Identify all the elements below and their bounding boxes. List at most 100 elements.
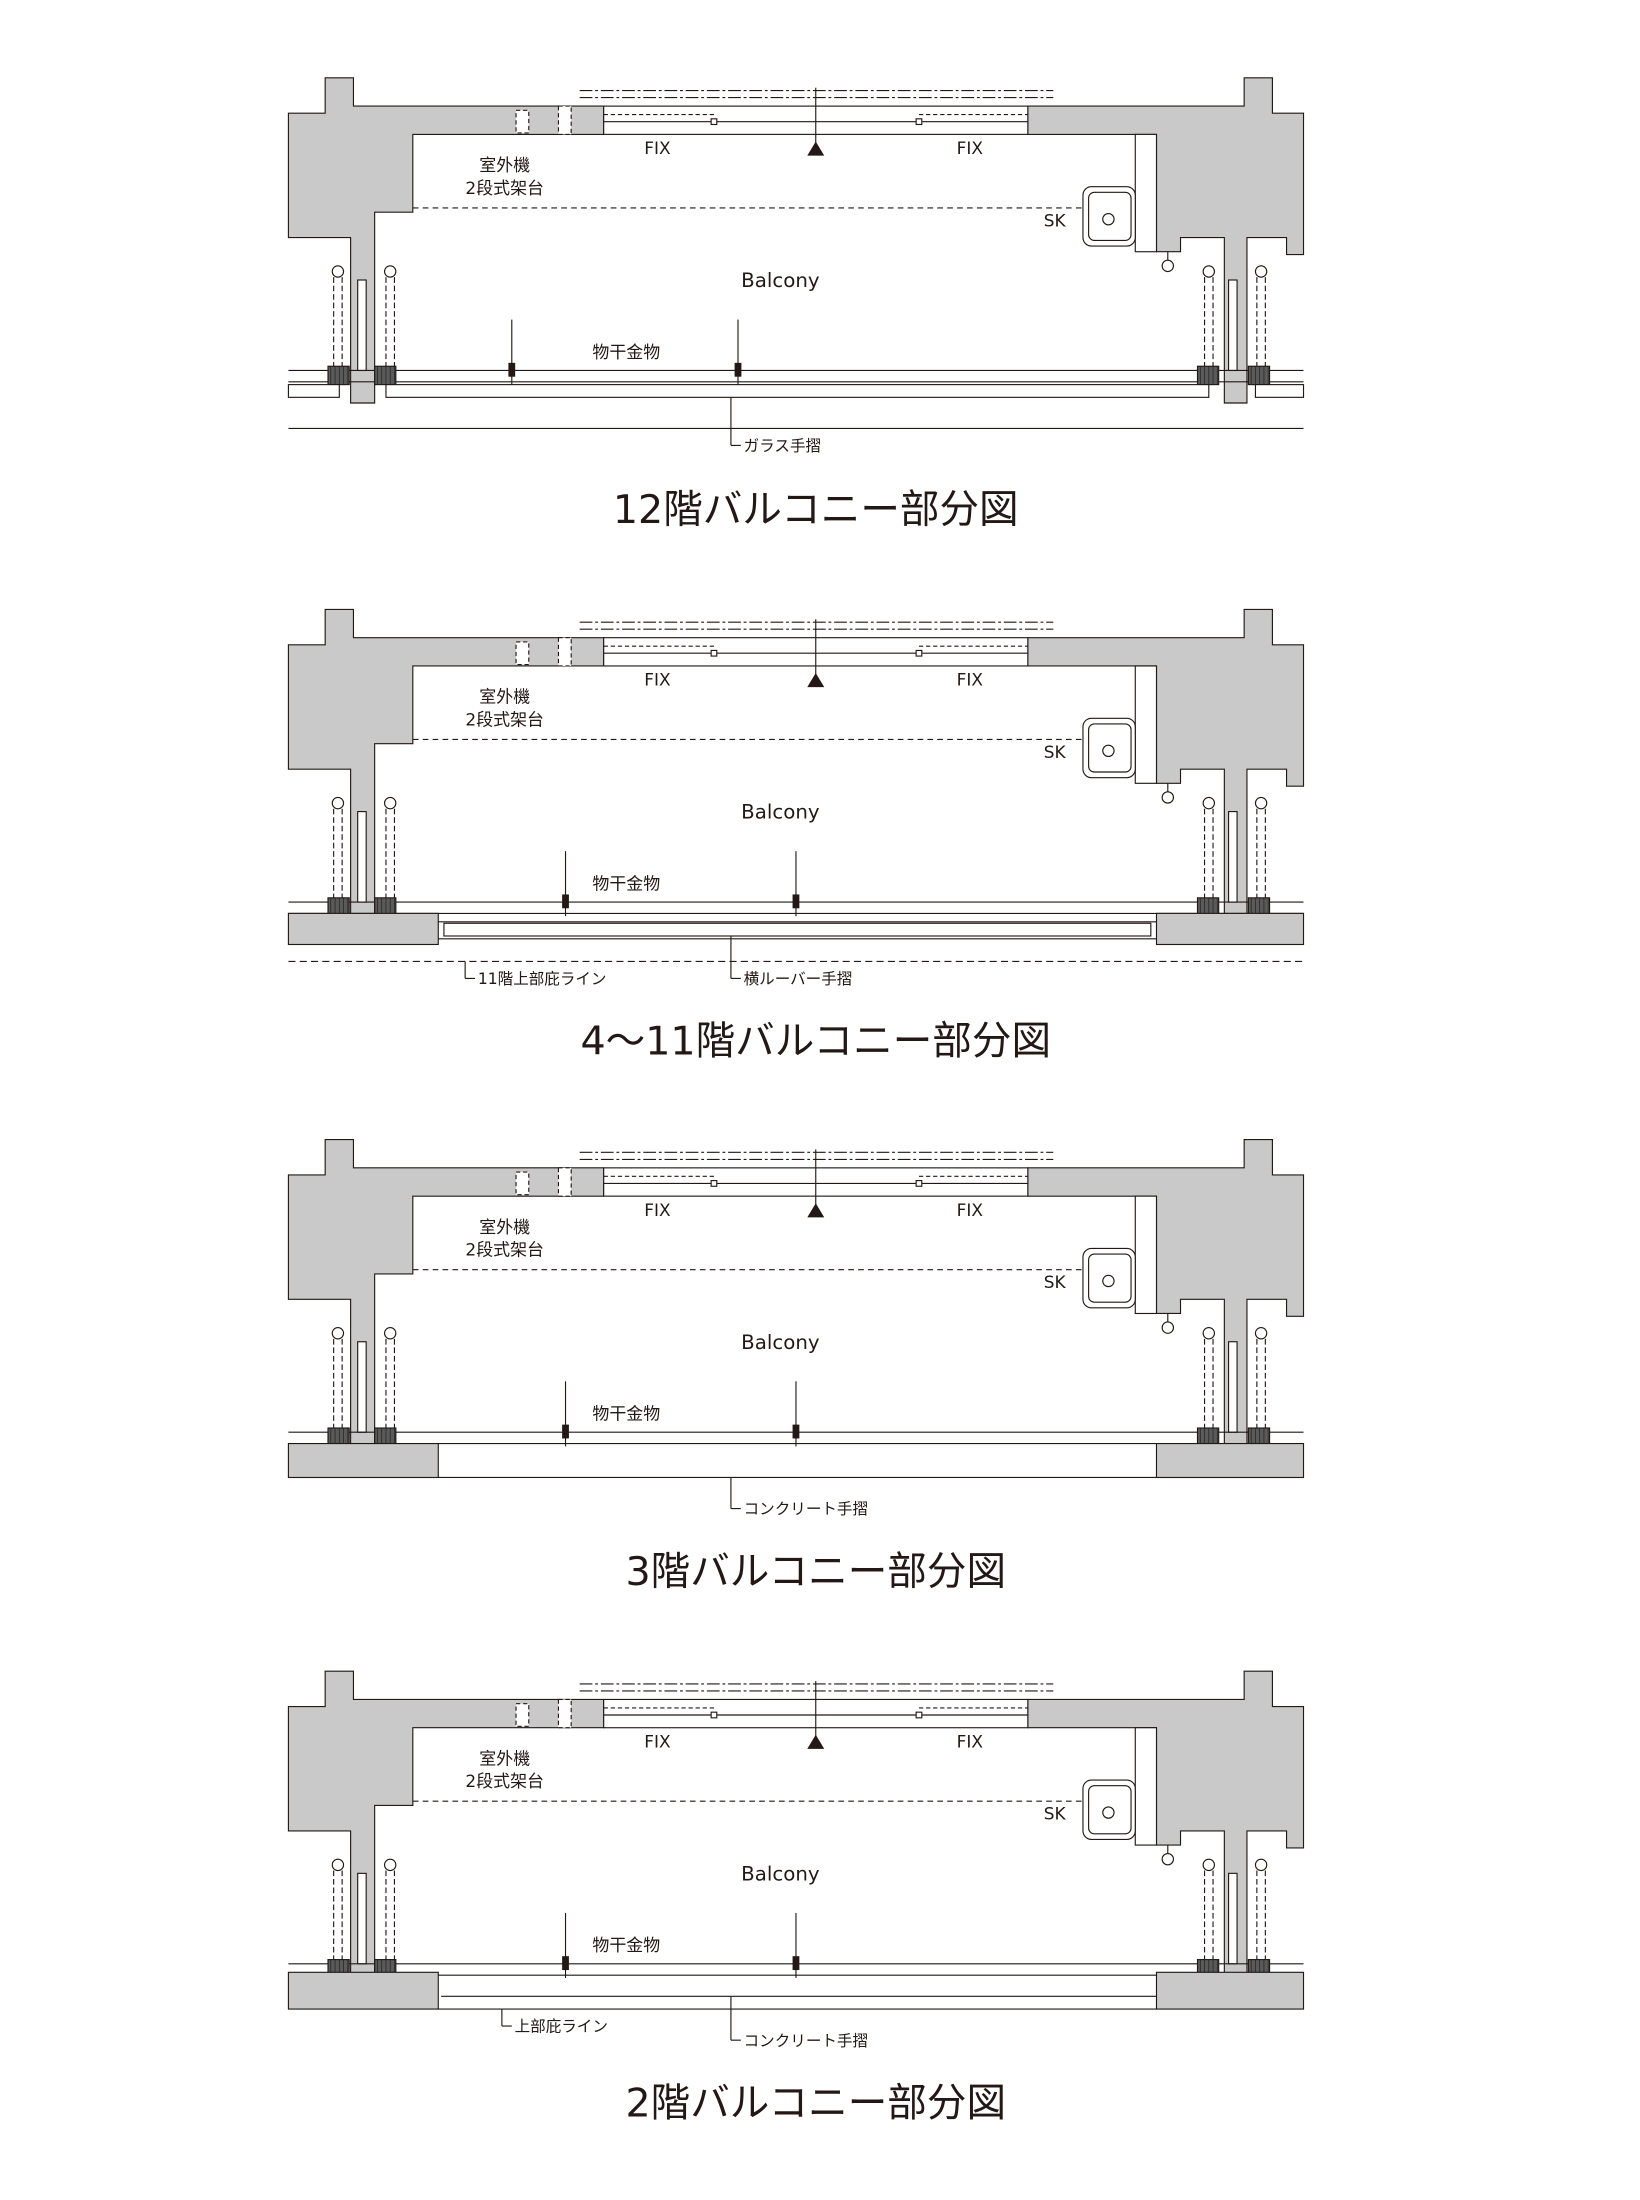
- vent-opening: [515, 1703, 530, 1727]
- vent-opening: [557, 1698, 572, 1729]
- concrete-block-right: [1155, 912, 1305, 946]
- partition-panel: [1228, 279, 1238, 372]
- sash-stop: [710, 118, 718, 126]
- sash-stop: [710, 649, 718, 657]
- drying-pole-bracket: [792, 1424, 800, 1439]
- glass-handrail: [385, 384, 1210, 398]
- entry-triangle-icon: [807, 673, 825, 688]
- downpipe-icon: [383, 265, 397, 278]
- wall-finish-strip: [1134, 665, 1158, 784]
- vent-opening: [515, 641, 530, 666]
- outdoor-unit-label: 室外機: [479, 1748, 530, 1768]
- partition-panel: [357, 279, 367, 372]
- eave-note: 11階上部庇ライン: [478, 970, 607, 988]
- drying-pole-bracket: [792, 1956, 800, 1971]
- downpipe-icon: [331, 1327, 345, 1340]
- vent-opening: [557, 105, 572, 135]
- sink-label: SK: [1044, 210, 1067, 230]
- sink-label: SK: [1044, 1804, 1067, 1824]
- partition-panel: [1228, 811, 1238, 903]
- sink-drain-icon: [1102, 1274, 1115, 1288]
- right-wall: [1027, 608, 1305, 917]
- partition-panel: [357, 1341, 367, 1433]
- diagram-title: 4〜11階バルコニー部分図: [580, 1019, 1051, 1065]
- diagram-title: 12階バルコニー部分図: [613, 487, 1019, 533]
- diagram-title: 2階バルコニー部分図: [625, 2081, 1006, 2127]
- concrete-block-right: [1155, 1971, 1305, 2010]
- fix-right-label: FIX: [957, 138, 984, 158]
- fix-right-label: FIX: [957, 1200, 984, 1220]
- wall-finish-strip: [1134, 133, 1158, 253]
- glass-handrail-end: [1254, 384, 1305, 398]
- vent-opening: [515, 109, 530, 134]
- left-wall: [287, 77, 605, 404]
- sink-outer: [1082, 1779, 1136, 1840]
- concrete-block-left: [287, 1442, 439, 1479]
- fix-right-label: FIX: [957, 1732, 984, 1752]
- outdoor-unit-label: 室外機: [479, 687, 530, 707]
- drying-pole-bracket: [734, 362, 742, 377]
- drying-pole-bracket: [562, 894, 569, 909]
- outdoor-unit-label: 室外機: [479, 1217, 530, 1237]
- downpipe-icon: [383, 1858, 397, 1872]
- rack-label: 2段式架台: [465, 178, 544, 198]
- entry-triangle-icon: [807, 1734, 825, 1749]
- downpipe-icon: [1202, 1327, 1216, 1340]
- sink-drain-icon: [1102, 744, 1115, 758]
- right-wall: [1027, 1670, 1305, 1979]
- drying-pole-bracket: [562, 1956, 569, 1971]
- partition-panel: [357, 1872, 367, 1965]
- sink-label: SK: [1044, 1272, 1067, 1292]
- rack-label: 2段式架台: [465, 709, 544, 729]
- drying-hardware-label: 物干金物: [592, 1935, 660, 1955]
- sash-stop: [915, 118, 923, 126]
- left-wall: [287, 608, 605, 917]
- handrail-note: コンクリート手摺: [744, 1500, 868, 1518]
- downpipe-icon: [331, 1858, 345, 1872]
- downpipe-icon: [331, 265, 345, 278]
- sink-outer: [1082, 1247, 1136, 1309]
- glass-handrail-end: [287, 384, 340, 398]
- left-wall: [287, 1139, 605, 1447]
- drain-icon: [1161, 1321, 1175, 1334]
- handrail-note: コンクリート手摺: [744, 2032, 868, 2050]
- eave-note: 上部庇ライン: [515, 2018, 608, 2036]
- entry-triangle-icon: [807, 141, 825, 156]
- louver-handrail: [443, 922, 1152, 937]
- downpipe-icon: [1202, 796, 1216, 810]
- drying-hardware-label: 物干金物: [592, 1404, 660, 1424]
- downpipe-icon: [1254, 796, 1268, 810]
- balcony-label: Balcony: [741, 1862, 820, 1885]
- balcony-label: Balcony: [741, 801, 820, 824]
- fix-left-label: FIX: [644, 1732, 671, 1752]
- sash-stop: [710, 1180, 718, 1187]
- concrete-block-left: [287, 1971, 439, 2010]
- downpipe-icon: [331, 796, 345, 810]
- wall-finish-strip: [1134, 1727, 1158, 1846]
- drying-pole-bracket: [562, 1424, 569, 1439]
- fix-left-label: FIX: [644, 670, 671, 690]
- drying-pole-bracket: [508, 362, 516, 377]
- concrete-block-right: [1155, 1442, 1305, 1479]
- sink-inner: [1088, 1253, 1132, 1303]
- drain-icon: [1161, 1852, 1175, 1866]
- downpipe-icon: [383, 796, 397, 810]
- sink-outer: [1082, 717, 1136, 779]
- sash-stop: [915, 649, 923, 657]
- sink-label: SK: [1044, 742, 1067, 762]
- drying-pole-bracket: [792, 894, 800, 909]
- drying-hardware-label: 物干金物: [592, 342, 660, 362]
- left-wall: [287, 1670, 605, 1979]
- diagram-title: 3階バルコニー部分図: [625, 1549, 1006, 1595]
- downpipe-icon: [1202, 265, 1216, 278]
- outdoor-unit-label: 室外機: [479, 155, 530, 175]
- sink-inner: [1088, 191, 1132, 241]
- vent-opening: [557, 637, 572, 667]
- sash-stop: [915, 1711, 923, 1719]
- downpipe-icon: [1254, 1327, 1268, 1340]
- sink-outer: [1082, 186, 1136, 247]
